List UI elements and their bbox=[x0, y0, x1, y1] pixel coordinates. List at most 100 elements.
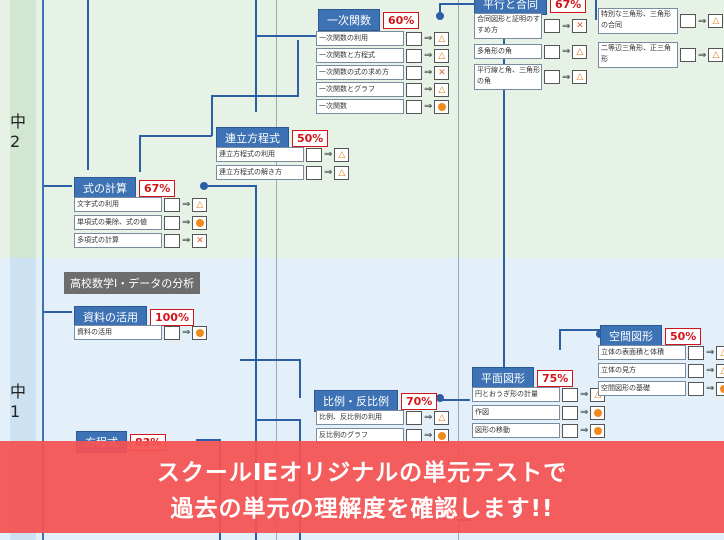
unit-score: 100% bbox=[150, 308, 194, 326]
item-row[interactable]: 平行線と角、三角形の角 ⇒ △ bbox=[474, 64, 588, 90]
checkbox[interactable] bbox=[562, 423, 578, 438]
triangle-icon: △ bbox=[334, 147, 350, 162]
item-row[interactable]: 一次関数の利用 ⇒ △ bbox=[316, 31, 450, 46]
checkbox[interactable] bbox=[688, 345, 704, 360]
item-row[interactable]: 空間図形の基礎 ⇒ bbox=[598, 381, 724, 396]
triangle-icon: △ bbox=[434, 31, 450, 46]
item-row[interactable]: 図形の移動 ⇒ bbox=[472, 423, 606, 438]
item-row[interactable]: 多角形の角 ⇒ △ bbox=[474, 44, 588, 59]
item-row[interactable]: 一次関数とグラフ ⇒ △ bbox=[316, 82, 450, 97]
item-row[interactable]: 連立方程式の解き方 ⇒ △ bbox=[216, 165, 350, 180]
item-row[interactable]: 比例、反比例の利用 ⇒ △ bbox=[316, 410, 450, 425]
triangle-icon: △ bbox=[192, 197, 208, 212]
arrow-icon: ⇒ bbox=[424, 67, 433, 78]
checkbox[interactable] bbox=[306, 165, 322, 180]
section-label: 高校数学Ⅰ・データの分析 bbox=[64, 272, 201, 294]
banner-line-1: スクールIEオリジナルの単元テストで bbox=[156, 460, 568, 486]
item-label: 多角形の角 bbox=[474, 44, 542, 59]
triangle-icon: △ bbox=[716, 363, 724, 378]
item-label: 合同図形と証明のすすめ方 bbox=[474, 13, 542, 39]
checkbox[interactable] bbox=[406, 82, 422, 97]
checkbox[interactable] bbox=[406, 99, 422, 114]
checkbox[interactable] bbox=[688, 381, 704, 396]
item-row[interactable]: 資料の活用 ⇒ bbox=[74, 325, 208, 340]
checkbox[interactable] bbox=[406, 48, 422, 63]
arrow-icon: ⇒ bbox=[706, 347, 715, 358]
triangle-icon: △ bbox=[334, 165, 350, 180]
circle-icon bbox=[716, 381, 724, 396]
unit-title: 平面図形 bbox=[472, 367, 534, 389]
item-row[interactable]: 立体の表面積と体積 ⇒ △ bbox=[598, 345, 724, 360]
circle-icon bbox=[192, 215, 208, 230]
item-row[interactable]: 合同図形と証明のすすめ方 ⇒ ✕ bbox=[474, 13, 588, 39]
checkbox[interactable] bbox=[164, 215, 180, 230]
unit-title: 連立方程式 bbox=[216, 127, 289, 149]
checkbox[interactable] bbox=[306, 147, 322, 162]
unit-score: 70% bbox=[401, 392, 438, 410]
arrow-icon: ⇒ bbox=[182, 327, 191, 338]
item-row[interactable]: 単項式の乗除、式の値 ⇒ bbox=[74, 215, 208, 230]
checkbox[interactable] bbox=[164, 325, 180, 340]
checkbox[interactable] bbox=[164, 233, 180, 248]
checkbox[interactable] bbox=[562, 405, 578, 420]
item-row[interactable]: 立体の見方 ⇒ △ bbox=[598, 363, 724, 378]
checkbox[interactable] bbox=[680, 14, 696, 28]
item-row[interactable]: 一次関数の式の求め方 ⇒ ✕ bbox=[316, 65, 450, 80]
checkbox[interactable] bbox=[406, 31, 422, 46]
item-row[interactable]: 多項式の計算 ⇒ ✕ bbox=[74, 233, 208, 248]
unit-shiryo[interactable]: 資料の活用 100% bbox=[74, 306, 194, 328]
unit-heiko[interactable]: 平行と合同 67% bbox=[474, 0, 587, 15]
arrow-icon: ⇒ bbox=[182, 235, 191, 246]
item-label: 比例、反比例の利用 bbox=[316, 410, 404, 425]
arrow-icon: ⇒ bbox=[562, 71, 571, 83]
checkbox[interactable] bbox=[544, 44, 560, 59]
checkbox[interactable] bbox=[406, 410, 422, 425]
checkbox[interactable] bbox=[544, 19, 560, 33]
item-row[interactable]: 特別な三角形、三角形の合同 ⇒ △ bbox=[598, 8, 724, 34]
unit-ichiji[interactable]: 一次関数 60% bbox=[318, 9, 420, 31]
arrow-icon: ⇒ bbox=[182, 217, 191, 228]
unit-shiki[interactable]: 式の計算 67% bbox=[74, 177, 176, 199]
item-label: 資料の活用 bbox=[74, 325, 162, 340]
checkbox[interactable] bbox=[164, 197, 180, 212]
unit-score: 50% bbox=[292, 129, 329, 147]
checkbox[interactable] bbox=[544, 70, 560, 84]
triangle-icon: △ bbox=[716, 345, 724, 360]
unit-hirei[interactable]: 比例・反比例 70% bbox=[314, 390, 438, 412]
item-label: 連立方程式の利用 bbox=[216, 147, 304, 162]
item-label: 一次関数の式の求め方 bbox=[316, 65, 404, 80]
item-label: 二等辺三角形、正三角形 bbox=[598, 42, 678, 68]
arrow-icon: ⇒ bbox=[580, 425, 589, 436]
triangle-icon: △ bbox=[708, 48, 724, 62]
item-row[interactable]: 一次関数と方程式 ⇒ △ bbox=[316, 48, 450, 63]
unit-kukan[interactable]: 空間図形 50% bbox=[600, 325, 702, 347]
promo-banner: スクールIEオリジナルの単元テストで 過去の単元の理解度を確認します!! bbox=[0, 441, 724, 533]
item-row[interactable]: 二等辺三角形、正三角形 ⇒ △ bbox=[598, 42, 724, 68]
item-row[interactable]: 連立方程式の利用 ⇒ △ bbox=[216, 147, 350, 162]
unit-title: 空間図形 bbox=[600, 325, 662, 347]
arrow-icon: ⇒ bbox=[580, 389, 589, 400]
unit-renritsu[interactable]: 連立方程式 50% bbox=[216, 127, 329, 149]
unit-heimen[interactable]: 平面図形 75% bbox=[472, 367, 574, 389]
item-row[interactable]: 円とおうぎ形の計量 ⇒ △ bbox=[472, 387, 606, 402]
arrow-icon: ⇒ bbox=[706, 365, 715, 376]
checkbox[interactable] bbox=[406, 65, 422, 80]
triangle-icon: △ bbox=[572, 44, 588, 59]
circle-icon bbox=[434, 99, 450, 114]
arrow-icon: ⇒ bbox=[706, 383, 715, 394]
item-label: 円とおうぎ形の計量 bbox=[472, 387, 560, 402]
checkbox[interactable] bbox=[688, 363, 704, 378]
unit-score: 67% bbox=[139, 179, 176, 197]
item-label: 空間図形の基礎 bbox=[598, 381, 686, 396]
checkbox[interactable] bbox=[562, 387, 578, 402]
item-row[interactable]: 作図 ⇒ bbox=[472, 405, 606, 420]
checkbox[interactable] bbox=[680, 48, 696, 62]
circle-icon bbox=[590, 405, 606, 420]
item-label: 立体の見方 bbox=[598, 363, 686, 378]
item-row[interactable]: 一次関数 ⇒ bbox=[316, 99, 450, 114]
item-label: 一次関数の利用 bbox=[316, 31, 404, 46]
item-label: 文字式の利用 bbox=[74, 197, 162, 212]
arrow-icon: ⇒ bbox=[562, 46, 571, 57]
item-label: 単項式の乗除、式の値 bbox=[74, 215, 162, 230]
item-row[interactable]: 文字式の利用 ⇒ △ bbox=[74, 197, 208, 212]
